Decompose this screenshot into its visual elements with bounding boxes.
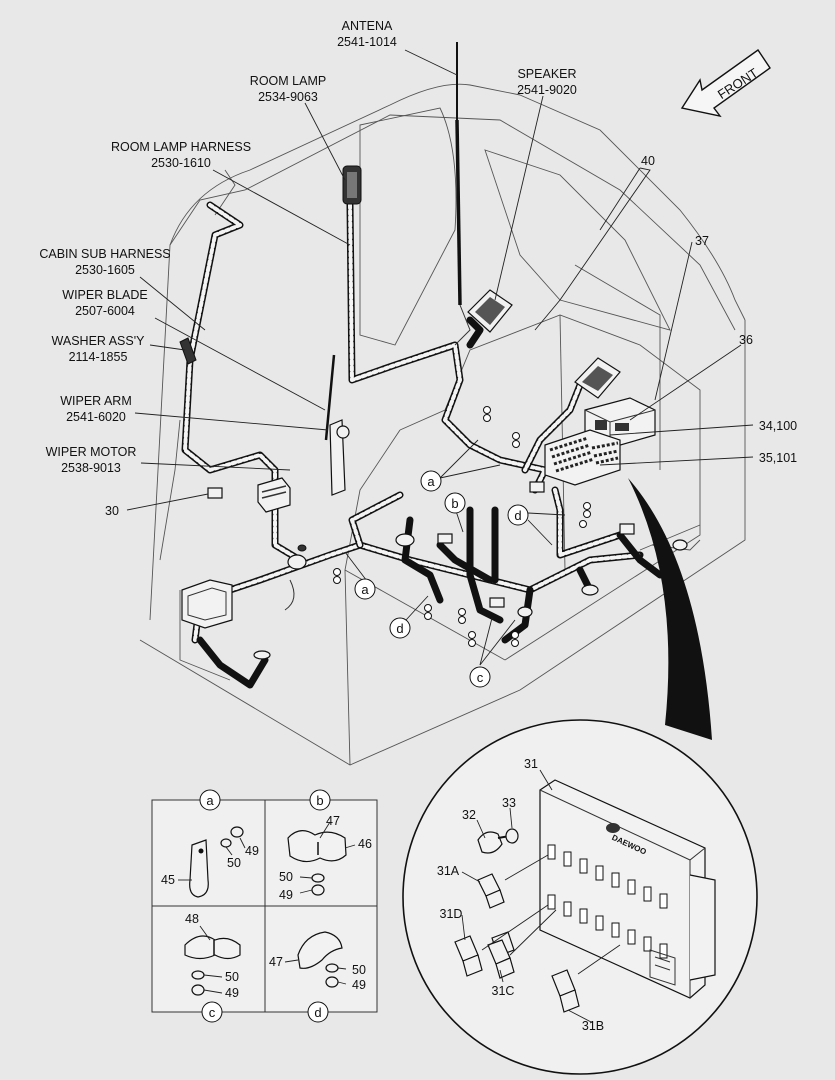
label-cabin-sub-harness-code: 2530-1605 bbox=[75, 263, 135, 277]
panel-a-49: 49 bbox=[245, 844, 259, 858]
nuts bbox=[333, 406, 591, 647]
label-room-lamp-code: 2534-9063 bbox=[258, 90, 318, 104]
leader-lines bbox=[126, 49, 754, 666]
label-wiper-motor-code: 2538-9013 bbox=[61, 461, 121, 475]
callout-31D: 31D bbox=[440, 907, 463, 921]
cable-duct bbox=[181, 579, 233, 629]
label-antena-name: ANTENA bbox=[342, 19, 393, 33]
panel-a-letter: a bbox=[206, 793, 214, 808]
connector-30 bbox=[207, 487, 223, 499]
marker-d-right: d bbox=[514, 508, 521, 523]
clamp-detail-grid: a 45 50 49 b 47 46 50 49 bbox=[151, 789, 378, 1023]
panel-d-49: 49 bbox=[352, 978, 366, 992]
front-arrow: FRONT bbox=[680, 49, 771, 118]
relay-blocks bbox=[544, 429, 621, 486]
callout-40: 40 bbox=[641, 154, 655, 168]
panel-b-50: 50 bbox=[279, 870, 293, 884]
marker-b: b bbox=[451, 496, 458, 511]
panel-b-49: 49 bbox=[279, 888, 293, 902]
wiper-blade bbox=[324, 354, 336, 441]
callout-33: 33 bbox=[502, 796, 516, 810]
part-labels: ANTENA 2541-1014 ROOM LAMP 2534-9063 ROO… bbox=[39, 19, 797, 518]
callout-34-100: 34,100 bbox=[759, 419, 797, 433]
harness-routing bbox=[181, 201, 664, 689]
fuse-31A bbox=[477, 873, 505, 909]
screw-32 bbox=[477, 831, 503, 854]
detail-panel-a: a 45 50 49 bbox=[161, 789, 259, 898]
label-wiper-arm-code: 2541-6020 bbox=[66, 410, 126, 424]
marker-a-lower: a bbox=[361, 582, 369, 597]
speaker-right bbox=[574, 357, 621, 399]
label-antena-code: 2541-1014 bbox=[337, 35, 397, 49]
panel-c-50: 50 bbox=[225, 970, 239, 984]
panel-d-47: 47 bbox=[269, 955, 283, 969]
panel-c-letter: c bbox=[209, 1005, 216, 1020]
label-wiper-arm-name: WIPER ARM bbox=[60, 394, 132, 408]
fuse-31B bbox=[551, 969, 580, 1013]
panel-c-49: 49 bbox=[225, 986, 239, 1000]
detail-panel-d: d 47 50 49 bbox=[269, 931, 366, 1023]
detail-markers-main: a b d a d c bbox=[354, 470, 529, 688]
panel-b-letter: b bbox=[316, 793, 323, 808]
label-speaker-name: SPEAKER bbox=[517, 67, 576, 81]
label-speaker-code: 2541-9020 bbox=[517, 83, 577, 97]
label-wiper-blade-code: 2507-6004 bbox=[75, 304, 135, 318]
label-wiper-motor-name: WIPER MOTOR bbox=[46, 445, 137, 459]
detail-panel-b: b 47 46 50 49 bbox=[279, 789, 372, 902]
label-cabin-sub-harness-name: CABIN SUB HARNESS bbox=[39, 247, 170, 261]
front-arrow-icon bbox=[680, 49, 771, 118]
label-room-lamp-name: ROOM LAMP bbox=[250, 74, 326, 88]
label-room-lamp-harness-code: 2530-1610 bbox=[151, 156, 211, 170]
panel-a-50: 50 bbox=[227, 856, 241, 870]
panel-d-50: 50 bbox=[352, 963, 366, 977]
parts bbox=[179, 42, 688, 660]
panel-b-47: 47 bbox=[326, 814, 340, 828]
marker-d-left: d bbox=[396, 621, 403, 636]
zoom-wedge bbox=[628, 478, 712, 740]
callout-30: 30 bbox=[105, 504, 119, 518]
callout-36: 36 bbox=[739, 333, 753, 347]
label-room-lamp-harness-name: ROOM LAMP HARNESS bbox=[111, 140, 251, 154]
wiper-motor bbox=[257, 477, 291, 513]
callout-32: 32 bbox=[462, 808, 476, 822]
panel-d-letter: d bbox=[314, 1005, 321, 1020]
wiper-arm bbox=[329, 419, 346, 496]
detail-panel-c: c 48 50 49 bbox=[184, 912, 241, 1023]
fuse-slots bbox=[547, 844, 668, 959]
antenna-base bbox=[455, 119, 462, 306]
panel-c-48: 48 bbox=[185, 912, 199, 926]
label-washer-code: 2114-1855 bbox=[69, 350, 128, 364]
callout-31C: 31C bbox=[492, 984, 515, 998]
callout-31: 31 bbox=[524, 757, 538, 771]
callout-35-101: 35,101 bbox=[759, 451, 797, 465]
marker-c: c bbox=[477, 670, 484, 685]
washer-33 bbox=[505, 828, 519, 844]
callout-37: 37 bbox=[695, 234, 709, 248]
panel-b-46: 46 bbox=[358, 837, 372, 851]
label-washer-name: WASHER ASS'Y bbox=[52, 334, 146, 348]
label-wiper-blade-name: WIPER BLADE bbox=[62, 288, 147, 302]
speaker-left bbox=[467, 289, 513, 333]
callout-31A: 31A bbox=[437, 864, 460, 878]
callout-31B: 31B bbox=[582, 1019, 604, 1033]
marker-a-upper: a bbox=[427, 474, 435, 489]
panel-a-45: 45 bbox=[161, 873, 175, 887]
fuse-box-detail: DAEWOO bbox=[402, 719, 758, 1075]
washer bbox=[179, 337, 197, 365]
